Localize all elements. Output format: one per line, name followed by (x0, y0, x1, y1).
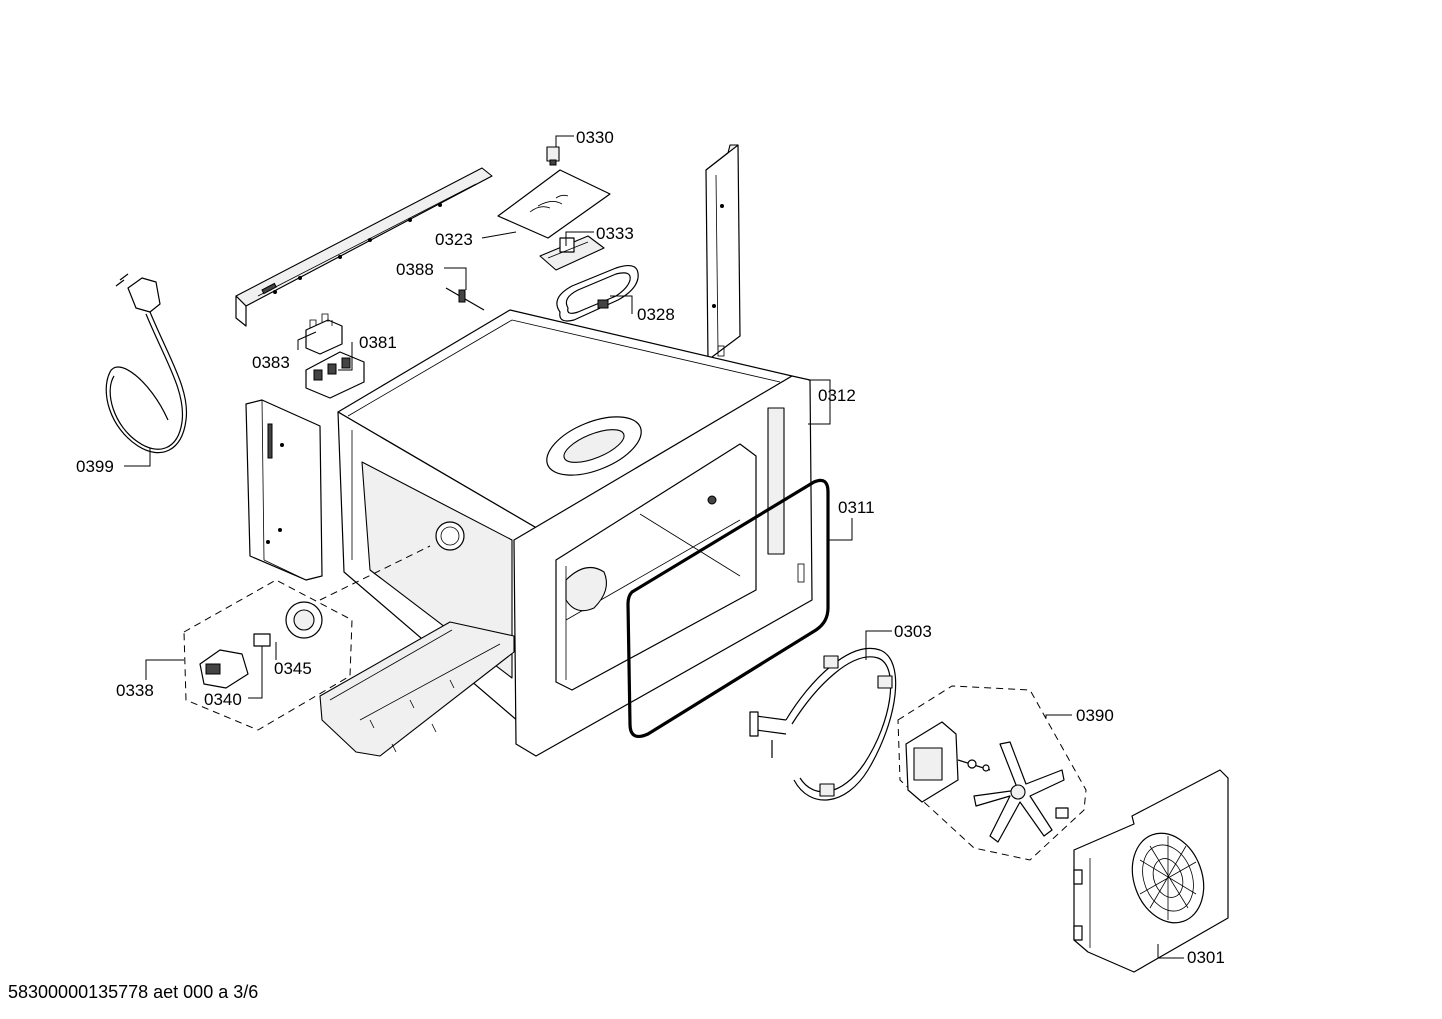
part-rear-bracket[interactable] (705, 144, 741, 361)
callout-0345: 0345 (274, 659, 312, 678)
part-0330-connector[interactable] (546, 146, 560, 166)
callout-0333: 0333 (596, 224, 634, 243)
part-0333-holder[interactable] (539, 235, 605, 271)
callout-0328: 0328 (637, 305, 675, 324)
callout-0338: 0338 (116, 681, 154, 700)
callout-0311: 0311 (838, 498, 875, 517)
part-0388-pin[interactable] (445, 287, 485, 311)
part-0381-terminal[interactable] (305, 351, 365, 399)
footer-document-code: 58300000135778 aet 000 a 3/6 (8, 982, 258, 1002)
part-0301-rear-panel[interactable] (1073, 769, 1229, 973)
part-0323-plate[interactable] (497, 169, 611, 239)
part-0383-switch[interactable] (305, 313, 343, 355)
part-0328-ring-seal[interactable] (556, 265, 639, 322)
callout-0383: 0383 (252, 353, 290, 372)
callout-0330: 0330 (576, 128, 614, 147)
part-0390-fan-assembly[interactable] (897, 685, 1087, 861)
part-bottom-strip[interactable] (319, 621, 515, 757)
callout-0388: 0388 (396, 260, 434, 279)
part-0303-heating-element[interactable] (749, 647, 897, 801)
part-0311-door-seal[interactable] (626, 478, 830, 738)
callout-0390: 0390 (1076, 706, 1114, 725)
callout-0312: 0312 (818, 386, 856, 405)
part-left-bracket[interactable] (245, 399, 323, 581)
callout-0303: 0303 (894, 622, 932, 641)
callout-0399: 0399 (76, 457, 114, 476)
callout-0381: 0381 (359, 333, 397, 352)
part-0399-power-cord[interactable] (105, 273, 188, 454)
callout-labels: 0330 0323 0333 0388 0328 0383 0381 0312 … (76, 128, 1225, 967)
callout-0323: 0323 (435, 230, 473, 249)
part-0312-oven-cavity[interactable] (337, 309, 813, 757)
part-0338-lamp-assembly[interactable] (183, 545, 431, 731)
leader-lines (124, 135, 1184, 959)
part-top-strip[interactable] (235, 167, 493, 327)
part-0340-lamp-holder[interactable] (199, 633, 271, 689)
part-0345-lamp-cover[interactable] (285, 601, 323, 639)
callout-0301: 0301 (1187, 948, 1225, 967)
callout-0340: 0340 (204, 690, 242, 709)
